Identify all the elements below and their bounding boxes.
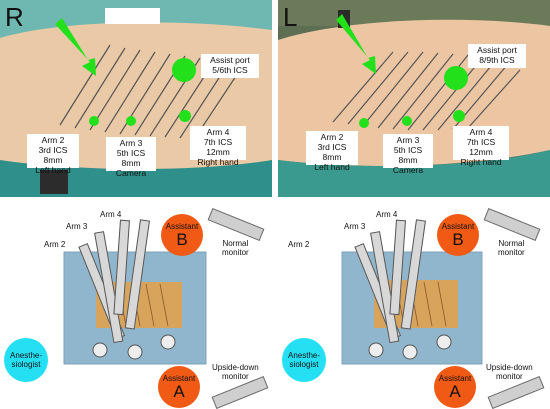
- assistant-letter: B: [176, 230, 188, 249]
- arm3-port-marker: [402, 116, 412, 126]
- assistant-letter: B: [452, 230, 464, 249]
- arm2-port-marker: [89, 116, 99, 126]
- normal-monitor-label: Normal monitor: [498, 239, 525, 257]
- assistant-a-circle: Assistant A: [158, 366, 200, 408]
- arm2-label: Arm 2: [288, 240, 310, 249]
- side-letter: R: [5, 2, 24, 32]
- side-letter: L: [283, 2, 298, 32]
- arm3-port-marker: [126, 116, 136, 126]
- arm4-label: Arm 4 7th ICS 12mm Right hand: [190, 126, 246, 167]
- assistant-label: Assistant: [165, 222, 199, 231]
- arm3-label: Arm 3: [66, 222, 88, 231]
- assistant-letter: A: [449, 382, 461, 401]
- assist-port-marker: [444, 66, 468, 90]
- anesthesiologist-circle: Anesthe- siologist: [4, 338, 48, 382]
- arm2-label: Arm 2 3rd ICS 8mm Left hand: [306, 131, 358, 172]
- anesthesiologist-circle: Anesthe- siologist: [282, 338, 326, 382]
- upside-down-monitor-label: Upside-down monitor: [486, 363, 533, 381]
- arm4-port-marker: [453, 110, 465, 122]
- assistant-a-circle: Assistant A: [434, 366, 476, 408]
- anesthesiologist-label: Anesthe- siologist: [287, 351, 321, 369]
- assistant-label: Assistant: [441, 222, 475, 231]
- normal-monitor-label: Normal monitor: [222, 239, 249, 257]
- arm4-label: Arm 4: [376, 210, 398, 219]
- assistant-b-circle: Assistant B: [437, 214, 479, 256]
- anesthesiologist-label: Anesthe- siologist: [9, 351, 43, 369]
- assist-port-marker: [172, 58, 196, 82]
- room-diagram-right-side: Arm 2 Arm 3 Arm 4 Assistant B Assistant …: [0, 200, 272, 409]
- arm3-label: Arm 3 5th ICS 8mm Camera: [106, 137, 156, 178]
- assistant-letter: A: [173, 382, 185, 401]
- assistant-label: Assistant: [162, 374, 196, 383]
- room-diagram-left-side: Arm 2 Arm 3 Arm 4 Assistant B Assistant …: [278, 200, 550, 409]
- photo-panel-left-side: L Assist port 8/9th ICS Arm 2 3rd ICS 8m…: [278, 0, 550, 197]
- assist-port-label: Assist port 5/6th ICS: [201, 54, 259, 78]
- upside-down-monitor-label: Upside-down monitor: [212, 363, 259, 381]
- arm2-label: Arm 2: [44, 240, 66, 249]
- arm2-port-marker: [359, 118, 369, 128]
- arm3-label: Arm 3: [344, 222, 366, 231]
- arm2-label: Arm 2 3rd ICS 8mm Left hand: [27, 134, 79, 175]
- assistant-label: Assistant: [438, 374, 472, 383]
- arm4-label: Arm 4: [100, 210, 122, 219]
- photo-panel-right-side: R Assist port 5/6th ICS Arm 2 3rd ICS 8m…: [0, 0, 272, 197]
- assist-port-label: Assist port 8/9th ICS: [468, 44, 526, 68]
- arm4-label: Arm 4 7th ICS 12mm Right hand: [453, 126, 509, 167]
- assistant-b-circle: Assistant B: [161, 214, 203, 256]
- arm3-label: Arm 3 5th ICS 8mm Camera: [383, 134, 433, 175]
- arm4-port-marker: [179, 110, 191, 122]
